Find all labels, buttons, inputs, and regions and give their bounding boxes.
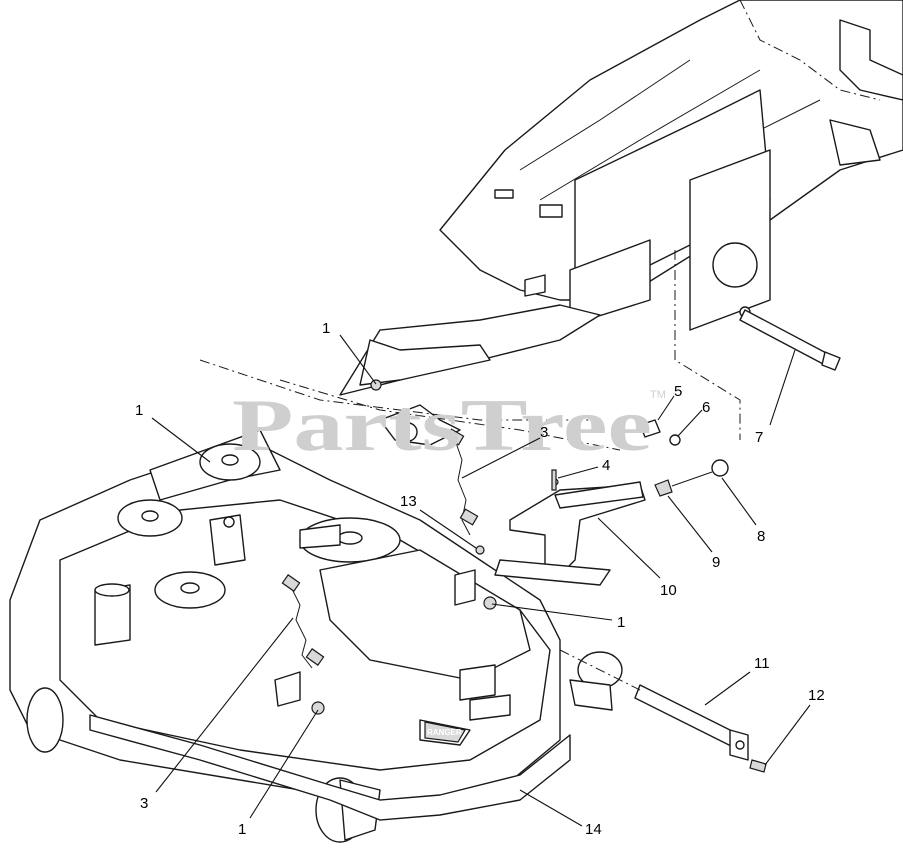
leader-c8 bbox=[721, 477, 757, 526]
callout-10: 10 bbox=[660, 582, 677, 599]
leader-c13 bbox=[419, 509, 477, 549]
mower-deck: RANGER bbox=[9, 429, 561, 811]
callout-9: 9 bbox=[712, 554, 720, 571]
callout-1b: 1 bbox=[135, 402, 143, 419]
leader-c1b bbox=[151, 417, 211, 463]
deck-brand-plate: RANGER bbox=[427, 728, 462, 737]
callout-12: 12 bbox=[808, 687, 825, 704]
callout-3a: 3 bbox=[540, 424, 548, 441]
callout-6: 6 bbox=[702, 399, 710, 416]
rod-end-assembly bbox=[639, 419, 729, 497]
watermark-trademark: TM bbox=[650, 389, 666, 401]
leader-c11 bbox=[704, 671, 751, 706]
leader-c9 bbox=[667, 495, 713, 553]
lift-arm bbox=[494, 469, 646, 586]
lift-chain-front bbox=[281, 574, 325, 669]
leader-c1c bbox=[491, 603, 613, 621]
leader-lines bbox=[151, 334, 811, 827]
watermark-text: PartsTree bbox=[232, 385, 652, 467]
callout-5: 5 bbox=[674, 383, 682, 400]
callout-13: 13 bbox=[400, 493, 417, 510]
leader-c5 bbox=[657, 395, 675, 421]
callout-3b: 3 bbox=[140, 795, 148, 812]
front-bumper bbox=[89, 714, 571, 821]
watermark: PartsTree TM bbox=[232, 385, 666, 467]
callout-14: 14 bbox=[585, 821, 602, 838]
leader-c14 bbox=[519, 789, 583, 827]
leader-c1d bbox=[249, 709, 319, 819]
callout-1a: 1 bbox=[322, 320, 330, 337]
leader-c4 bbox=[557, 466, 599, 479]
leader-c3b bbox=[155, 617, 294, 793]
callout-8: 8 bbox=[757, 528, 765, 545]
leader-c6 bbox=[677, 409, 703, 437]
callout-7: 7 bbox=[755, 429, 763, 446]
callouts: 1 1 1 1 3 3 4 5 6 7 8 9 10 11 12 13 14 bbox=[135, 320, 825, 838]
lift-chain-rear bbox=[445, 428, 479, 536]
callout-1d: 1 bbox=[238, 821, 246, 838]
callout-11: 11 bbox=[754, 655, 770, 672]
callout-1c: 1 bbox=[617, 614, 625, 631]
pivot-bolt bbox=[739, 309, 841, 371]
leader-c3a bbox=[461, 437, 541, 479]
main-frame bbox=[439, 0, 903, 440]
support-tube bbox=[475, 545, 767, 773]
leader-c1a bbox=[339, 334, 377, 385]
callout-4: 4 bbox=[602, 457, 610, 474]
leader-c12 bbox=[764, 704, 811, 766]
leader-c7 bbox=[769, 349, 796, 426]
leader-c10 bbox=[597, 517, 661, 579]
lift-rail bbox=[199, 304, 621, 451]
